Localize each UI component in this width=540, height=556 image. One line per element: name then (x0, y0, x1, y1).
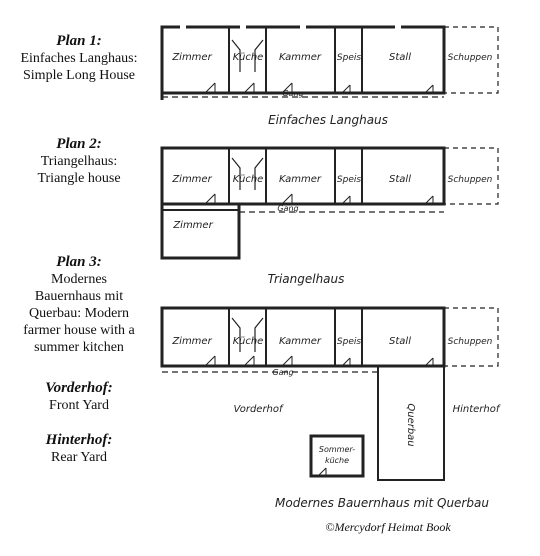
plan2-caption: Triangelhaus (268, 272, 345, 286)
plan1-room-kammer: Kammer (279, 52, 322, 63)
plan1-room-stall: Stall (389, 52, 411, 63)
plan1-door (204, 82, 216, 94)
legend-hinterhof-title: Hinterhof: (45, 432, 113, 448)
plan3-summer-kitchen-walls (309, 434, 365, 478)
plan3-room-kammer: Kammer (279, 336, 322, 347)
plan3-summer-kitchen-door (317, 467, 327, 477)
legend-plan2-line2: Triangle house (37, 171, 121, 186)
legend-plan2-title: Plan 2: (56, 136, 102, 152)
plan3-outer-walls (160, 306, 446, 368)
legend-plan3-line5: summer kitchen (34, 340, 124, 355)
plan3-door (204, 355, 216, 367)
plan3-caption: Modernes Bauernhaus mit Querbau (275, 496, 489, 510)
plan1-gang-label: Gang (282, 89, 303, 98)
legend-plan1: Plan 1: Einfaches Langhaus: Simple Long … (0, 33, 158, 84)
legend-plan3-line3: Querbau: Modern (29, 306, 129, 321)
plan2-door (281, 193, 293, 205)
plan3-hinterhof-label: Hinterhof (453, 404, 501, 415)
plan3-door (341, 357, 351, 367)
plan1-room-zimmer: Zimmer (171, 52, 212, 63)
legend-plan3: Plan 3: Modernes Bauernhaus mit Querbau:… (0, 254, 158, 356)
copyright-notice: ©Mercydorf Heimat Book (325, 520, 451, 534)
plan2-room-schuppen: Schuppen (448, 175, 493, 185)
plan2-door (204, 193, 216, 205)
legend-vorderhof-line1: Front Yard (49, 398, 109, 413)
plan1-schuppen-outline (444, 26, 499, 94)
plan3-querbau-label: Querbau (405, 403, 416, 446)
plan3-sommer-label-2: küche (325, 456, 349, 465)
plan3-room-stall: Stall (389, 336, 411, 347)
plan1-door (341, 84, 351, 94)
plan1-kitchen-chimney (231, 39, 264, 72)
plan3-schuppen-outline (444, 307, 499, 367)
plan2-door (424, 195, 434, 205)
legend-hinterhof-line1: Rear Yard (51, 450, 107, 465)
plan3-gang-label: Gang (272, 368, 293, 377)
plan1-door (424, 84, 434, 94)
plan3-door (281, 355, 293, 367)
legend-vorderhof-title: Vorderhof: (45, 380, 113, 396)
plan2-outer-walls (160, 146, 446, 206)
legend-hinterhof: Hinterhof: Rear Yard (0, 432, 158, 466)
legend-plan1-title: Plan 1: (56, 33, 102, 49)
plan2-room-stall: Stall (389, 174, 411, 185)
plan2-door (341, 195, 351, 205)
legend-plan2: Plan 2: Triangelhaus: Triangle house (0, 136, 158, 187)
plan1-door (243, 82, 255, 94)
legend-plan2-line1: Triangelhaus: (40, 154, 118, 169)
legend-plan1-line1: Einfaches Langhaus: (20, 51, 138, 66)
legend-plan3-line2: Bauernhaus mit (34, 289, 124, 304)
plan2-room-kammer: Kammer (279, 174, 322, 185)
plan1-room-speis: Speis (337, 53, 361, 63)
legend-plan3-line4: farmer house with a (23, 323, 135, 338)
legend-vorderhof: Vorderhof: Front Yard (0, 380, 158, 414)
plan3-floorplan: Zimmer Küche Kammer Speis Stall Schuppen… (160, 306, 501, 510)
plan2-kitchen-chimney (231, 157, 264, 190)
plan2-gang-label: Gang (277, 204, 298, 213)
plan3-sommer-label-1: Sommer- (319, 445, 355, 454)
plan1-room-kuche: Küche (233, 52, 264, 63)
legend-plan3-line1: Modernes (51, 272, 107, 287)
plan2-schuppen-outline (444, 147, 499, 205)
plan3-room-speis: Speis (337, 337, 361, 347)
plan2-wing-walls (160, 204, 241, 260)
plan3-room-kuche: Küche (233, 336, 264, 347)
plan3-kitchen-chimney (231, 317, 264, 352)
plan3-vorderhof-label: Vorderhof (233, 404, 284, 415)
legend-plan3-title: Plan 3: (56, 254, 102, 270)
plan3-room-schuppen: Schuppen (448, 337, 493, 347)
plan2-room-zimmer2: Zimmer (172, 220, 213, 231)
plan1-door (281, 82, 293, 94)
plan3-room-zimmer: Zimmer (171, 336, 212, 347)
plan2-room-speis: Speis (337, 175, 361, 185)
plan2-room-kuche: Küche (233, 174, 264, 185)
legend-plan1-line2: Simple Long House (23, 68, 135, 83)
plan1-caption: Einfaches Langhaus (268, 113, 388, 127)
plan1-floorplan: Zimmer Küche Kammer Speis Stall Schuppen… (160, 25, 499, 127)
plan3-door (243, 355, 255, 367)
plan2-room-zimmer: Zimmer (171, 174, 212, 185)
plan2-floorplan: Zimmer Küche Kammer Speis Stall Schuppen… (160, 146, 499, 286)
plan1-room-schuppen: Schuppen (448, 53, 493, 63)
plan3-door (424, 357, 434, 367)
